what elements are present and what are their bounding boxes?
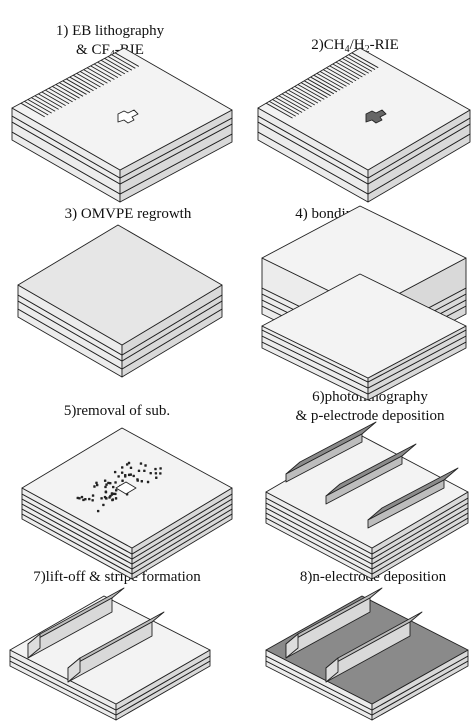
p5-grating-dot xyxy=(109,497,111,499)
p5-grating-dot xyxy=(115,482,117,484)
p5-grating-dot xyxy=(133,475,135,477)
p5-grating-dot xyxy=(121,467,123,469)
p5-grating-dot xyxy=(96,482,98,484)
p5-grating-dot xyxy=(115,498,117,500)
p5-grating-dot xyxy=(105,497,107,499)
p5-grating-dot xyxy=(112,486,114,488)
p5-grating-dot xyxy=(111,493,113,495)
panel2-wafer xyxy=(258,48,470,202)
p5-grating-dot xyxy=(144,470,146,472)
p5-grating-dot xyxy=(138,470,140,472)
p5-grating-dot xyxy=(160,468,162,470)
p5-grating-dot xyxy=(122,480,124,482)
p5-grating-dot xyxy=(124,476,126,478)
p5-grating-dot xyxy=(155,468,157,470)
p5-grating-dot xyxy=(115,490,117,492)
p5-grating-dot xyxy=(150,472,152,474)
p5-grating-dot xyxy=(130,467,132,469)
p5-grating-dot xyxy=(156,477,158,479)
p5-grating-dot xyxy=(147,481,149,483)
p5-grating-dot xyxy=(126,464,128,466)
p5-grating-dot xyxy=(89,498,91,500)
p5-grating-dot xyxy=(140,463,142,465)
p5-grating-dot xyxy=(160,473,162,475)
p5-grating-dot xyxy=(115,493,117,495)
panel7-wafer xyxy=(10,588,210,720)
p5-grating-dot xyxy=(141,480,143,482)
panel1-wafer xyxy=(12,48,232,202)
p5-grating-dot xyxy=(110,482,112,484)
p5-grating-dot xyxy=(121,472,123,474)
p5-grating-dot xyxy=(97,510,99,512)
p5-grating-dot xyxy=(101,498,103,500)
p5-grating-dot xyxy=(137,480,139,482)
p5-grating-dot xyxy=(128,474,130,476)
p5-grating-dot xyxy=(106,484,108,486)
p5-grating-dot xyxy=(85,498,87,500)
panel8-wafer xyxy=(266,588,468,720)
p5-grating-dot xyxy=(108,482,110,484)
p5-grating-dot xyxy=(105,486,107,488)
p5-grating-dot xyxy=(94,486,96,488)
p5-grating-dot xyxy=(104,480,106,482)
p5-grating-dot xyxy=(118,476,120,478)
p5-grating-dot xyxy=(114,471,116,473)
panel3-wafer xyxy=(18,225,222,377)
p5-grating-dot xyxy=(112,499,114,501)
p5-grating-dot xyxy=(81,496,83,498)
p5-grating-dot xyxy=(77,497,79,499)
p5-grating-dot xyxy=(155,473,157,475)
panel5-wafer xyxy=(22,428,232,579)
p5-grating-dot xyxy=(83,499,85,501)
p5-grating-dot xyxy=(96,484,98,486)
p5-grating-dot xyxy=(92,495,94,497)
panel4-bonding xyxy=(262,206,466,400)
p5-grating-dot xyxy=(128,462,130,464)
p5-grating-dot xyxy=(103,504,105,506)
p5-grating-dot xyxy=(105,491,107,493)
panel6-wafer xyxy=(266,422,468,579)
p5-grating-dot xyxy=(92,500,94,502)
p5-grating-dot xyxy=(145,465,147,467)
